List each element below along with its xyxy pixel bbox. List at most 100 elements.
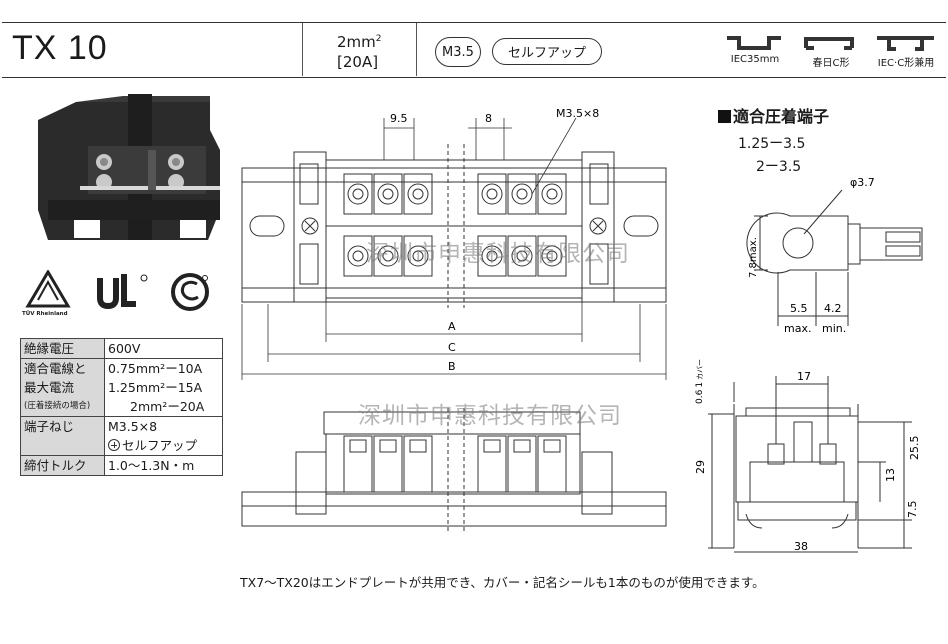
crimp-size-2: 2ー3.5 xyxy=(756,159,802,175)
spec-value: 600V xyxy=(104,338,223,359)
rail-label-kasuga: 春日C形 xyxy=(812,58,850,69)
spec-label: 締付トルク xyxy=(20,455,105,476)
pitch-a-label: 9.5 xyxy=(390,112,408,125)
table-row: 最大電流 1.25mm²ー15A xyxy=(20,378,223,397)
dim-b-label: B xyxy=(448,360,456,373)
crimp-terminal-drawing: φ3.7 7.8max. 5.5 max. 4.2 min. xyxy=(746,176,923,335)
screw-head-icon xyxy=(541,183,563,205)
crimp-size-1: 1.25ー3.5 xyxy=(738,136,806,152)
rail-icons xyxy=(727,36,934,51)
screw-head-icon xyxy=(511,183,533,205)
screw-head-inner xyxy=(382,188,394,200)
side-terminal-cell xyxy=(537,435,567,493)
screw-head-inner xyxy=(516,250,528,262)
cert-logos xyxy=(25,270,209,311)
square-bullet-icon xyxy=(718,110,731,123)
screw-cell xyxy=(477,173,507,215)
crimp-title-text: 適合圧着端子 xyxy=(733,107,830,126)
side-terminal-cell xyxy=(477,435,507,493)
rail-outline xyxy=(241,167,667,303)
screw-head-icon xyxy=(377,245,399,267)
screw-cell xyxy=(537,235,567,277)
side-screw-icon xyxy=(543,439,561,453)
screw-cell xyxy=(403,173,433,215)
screw-cell xyxy=(373,173,403,215)
side-cover xyxy=(745,407,851,417)
table-row: セルフアップ xyxy=(20,436,223,456)
screw-head-inner xyxy=(546,250,558,262)
screw-head-inner xyxy=(412,188,424,200)
hole-leader xyxy=(803,189,843,235)
screw-head-inner xyxy=(516,188,528,200)
table-row: (圧着接続の場合) 2mm²ー20A xyxy=(20,397,223,417)
terminal-body xyxy=(325,159,583,299)
side-screw-icon xyxy=(513,439,531,453)
screw-cell xyxy=(477,235,507,277)
watermark-text: 深圳市申惠科技有限公司 xyxy=(366,241,630,267)
crimp-title: 適合圧着端子 xyxy=(718,103,829,127)
w2-dim: 4.2 xyxy=(824,302,842,315)
mount-screw-icon xyxy=(589,217,607,235)
header-bar: TX 10 2mm2 [20A] M3.5 セルフアップ IEC35mm 春日C… xyxy=(2,22,946,78)
tuv-caption: TÜV Rheinland xyxy=(22,311,68,317)
height-right-dim: 25.5 xyxy=(908,436,921,461)
screw-head-inner xyxy=(486,188,498,200)
end-plate-right xyxy=(581,151,615,303)
screw-cell xyxy=(507,235,537,277)
spec-label: 端子ねじ xyxy=(20,416,105,436)
screw-head-inner xyxy=(352,250,364,262)
pitch-b-label: 8 xyxy=(485,112,492,125)
spec-label: (圧着接続の場合) xyxy=(20,397,105,417)
spec-label: 絶縁電圧 xyxy=(20,338,105,359)
screw-cell xyxy=(403,235,433,277)
screw-head-icon xyxy=(481,183,503,205)
table-row: 締付トルク 1.0〜1.3N・m xyxy=(20,455,223,476)
height-bottom-dim: 7.5 xyxy=(906,501,919,519)
ring-hole xyxy=(782,227,814,259)
csa-logo-icon xyxy=(171,273,209,311)
spec-value: 2mm²ー20A xyxy=(130,399,205,414)
height-dim: 7.8max. xyxy=(748,237,759,278)
screw-head-icon xyxy=(511,245,533,267)
dim-c-label: C xyxy=(448,341,456,354)
screw-head-icon xyxy=(407,183,429,205)
mount-screw-icon xyxy=(301,217,319,235)
watermark-text: 深圳市申惠科技有限公司 xyxy=(358,403,622,429)
side-screw-icon xyxy=(483,439,501,453)
terminal-screws xyxy=(343,173,567,277)
spec-value: セルフアップ xyxy=(122,438,198,453)
current-rating: [20A] xyxy=(337,53,379,71)
rail-combined-icon xyxy=(877,36,934,51)
header-divider xyxy=(416,23,417,76)
screw-head-icon xyxy=(377,183,399,205)
rating-block: 2mm2 [20A] xyxy=(337,29,382,72)
selfup-plus-icon xyxy=(108,439,120,451)
screw-head-icon xyxy=(481,245,503,267)
screw-cell xyxy=(343,173,373,215)
model-title: TX 10 xyxy=(12,29,108,67)
rail-kasuga-icon xyxy=(804,37,854,50)
header-divider xyxy=(302,23,303,76)
w2-note: min. xyxy=(822,322,846,335)
top-view-drawing: 9.5 8 M3.5×8 A C B xyxy=(241,107,667,380)
ul-logo-icon xyxy=(97,274,148,310)
wire-size-sup: 2 xyxy=(375,34,382,44)
end-plate-left-side xyxy=(295,451,327,515)
spec-value: M3.5×8 xyxy=(104,416,223,436)
front-view-drawing xyxy=(241,408,667,532)
table-row: 適合電線と 0.75mm²ー10A xyxy=(20,358,223,378)
hole-dim: φ3.7 xyxy=(850,176,875,189)
wire-size: 2mm xyxy=(337,33,376,51)
side-screw-icon xyxy=(349,439,367,453)
screw-head-icon xyxy=(541,245,563,267)
side-body xyxy=(735,415,859,503)
table-row: 絶縁電圧 600V xyxy=(20,338,223,359)
ring-lug-outline xyxy=(746,212,849,274)
table-row: 端子ねじ M3.5×8 xyxy=(20,416,223,436)
rail-label-combined: IEC·C形兼用 xyxy=(877,58,935,69)
screw-cell xyxy=(507,173,537,215)
side-screw-left xyxy=(767,443,785,465)
side-terminal-cell xyxy=(343,435,373,493)
self-up-badge: セルフアップ xyxy=(492,38,602,65)
height-total-dim: 29 xyxy=(694,460,707,474)
